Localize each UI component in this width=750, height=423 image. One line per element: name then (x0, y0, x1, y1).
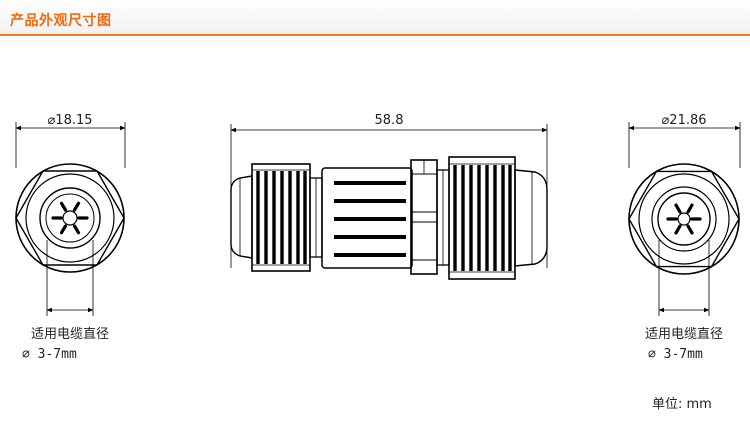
right-cable-range: ⌀ 3-7mm (648, 347, 703, 362)
dimension-drawing: ⌀18.15 适用电缆直径 ⌀ 3-7mm (15, 113, 741, 412)
right-diameter-label: ⌀21.86 (661, 113, 706, 128)
side-view (230, 124, 548, 280)
unit-note: 单位: mm (652, 397, 712, 412)
left-cable-range: ⌀ 3-7mm (22, 347, 77, 362)
right-end-view (628, 122, 741, 316)
length-label: 58.8 (375, 113, 404, 128)
left-cable-title: 适用电缆直径 (31, 326, 109, 342)
section-title: 产品外观尺寸图 (10, 13, 112, 29)
left-diameter-label: ⌀18.15 (47, 113, 92, 128)
section-header: 产品外观尺寸图 (0, 0, 750, 36)
right-cable-title: 适用电缆直径 (645, 326, 723, 342)
left-end-view (15, 122, 126, 316)
